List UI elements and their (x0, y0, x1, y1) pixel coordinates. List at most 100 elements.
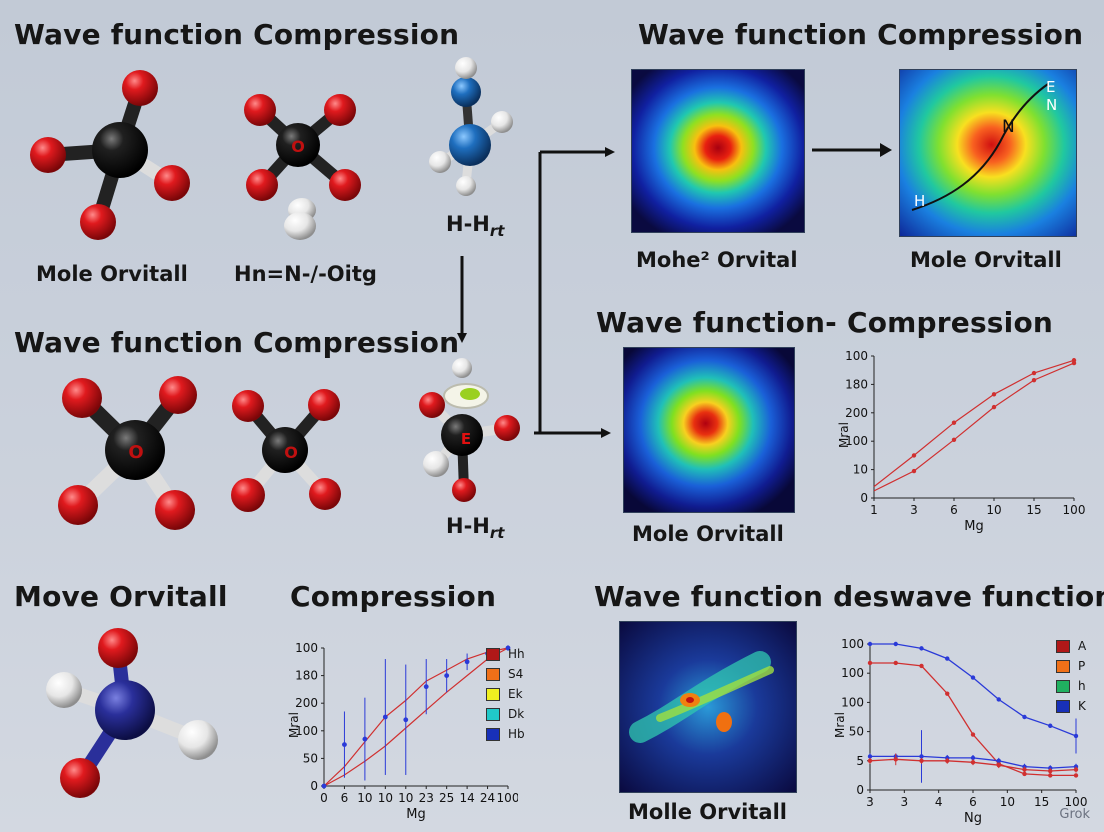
x-tick-label: 23 (419, 791, 434, 805)
y-tick-label: 10 (853, 463, 868, 477)
legend-swatch (486, 667, 500, 681)
y-tick-label: 180 (295, 669, 318, 683)
data-point (423, 684, 429, 690)
molecule-1 (30, 70, 190, 240)
legend-swatch (1056, 699, 1070, 713)
label-heatmap-2: Mole Orvitall (910, 248, 1062, 272)
legend-item: A (1056, 636, 1086, 656)
annotation-h: H (914, 192, 925, 210)
molecule-4: O (58, 376, 197, 530)
label-molecule-6: H-Hrt (446, 514, 505, 543)
x-tick-label: 10 (986, 503, 1001, 517)
data-point (991, 392, 997, 397)
heading-mid-left: Wave function Compression (14, 326, 460, 359)
data-point (1071, 360, 1077, 366)
heatmap-2: E N N H (900, 70, 1076, 236)
data-point (1022, 771, 1027, 777)
legend-swatch (486, 647, 500, 661)
x-tick-label: 15 (1034, 795, 1049, 809)
x-tick-label: 100 (1065, 795, 1088, 809)
y-tick-label: 100 (841, 666, 864, 680)
y-tick-label: 180 (845, 377, 868, 391)
atom-letter-e: E (461, 430, 471, 448)
series-line (323, 647, 509, 787)
y-tick-label: 50 (303, 751, 318, 765)
legend-label: K (1078, 699, 1086, 713)
atom-letter-o3: O (284, 443, 298, 462)
data-point (991, 404, 997, 410)
data-point (505, 645, 511, 651)
y-axis-label: Mral (287, 712, 301, 738)
y-axis-label: Mral (837, 422, 851, 448)
y-tick-label: 100 (295, 724, 318, 738)
label-molecule-3: H-Hrt (446, 212, 505, 241)
y-tick-label: 0 (856, 783, 864, 797)
data-point (919, 663, 924, 669)
data-point (970, 675, 976, 680)
y-tick-label: 100 (295, 641, 318, 655)
x-axis-label: Ng (964, 811, 982, 826)
flow-arrows (457, 147, 615, 438)
x-tick-label: 14 (459, 791, 474, 805)
label-heatmap-3: Mole Orvitall (632, 522, 784, 546)
data-point (919, 646, 924, 651)
y-tick-label: 100 (845, 349, 868, 363)
heatmap-1 (632, 70, 804, 232)
y-tick-label: 200 (845, 406, 868, 420)
legend-label: Hh (508, 647, 525, 661)
legend-item: S4 (486, 664, 525, 684)
legend-label: Dk (508, 707, 525, 721)
watermark: Grok (1059, 807, 1090, 822)
heading-top-left: Wave function Compression (14, 18, 460, 51)
x-tick-label: 1 (870, 503, 878, 517)
molecule-5: O (231, 389, 341, 512)
x-tick-label: 25 (439, 791, 454, 805)
data-point (1031, 370, 1037, 376)
heading-mid-right: Wave function- Compression (596, 306, 1054, 339)
legend-item: Hb (486, 724, 525, 744)
series-line (873, 362, 1075, 492)
y-tick-label: 50 (849, 725, 864, 739)
legend-swatch (1056, 659, 1070, 673)
annotation-e: E (1046, 78, 1055, 96)
molecule-2: O (244, 94, 361, 240)
label-heatmap-4: Molle Orvitall (628, 800, 787, 824)
x-axis-label: Mg (964, 519, 983, 534)
molecule-3 (429, 57, 513, 196)
x-axis-label: Mg (406, 807, 425, 822)
x-tick-label: 10 (378, 791, 393, 805)
heading-bottom-center: Compression (290, 580, 497, 613)
x-tick-label: 6 (950, 503, 958, 517)
data-point (444, 673, 450, 678)
y-tick-label: 200 (295, 696, 318, 710)
heading-top-right: Wave function Compression (638, 18, 1084, 51)
molecule-7 (46, 628, 218, 798)
data-point (911, 468, 917, 474)
x-tick-label: 0 (320, 791, 328, 805)
x-tick-label: 3 (901, 795, 909, 809)
x-tick-label: 6 (969, 795, 977, 809)
heatmap-3 (624, 348, 794, 512)
y-tick-label: 0 (310, 779, 318, 793)
data-point (1048, 773, 1053, 778)
legend-item: Dk (486, 704, 525, 724)
x-tick-label: 6 (341, 791, 349, 805)
heading-bottom-right: Wave function deswave function (594, 580, 1104, 613)
data-point (382, 714, 388, 720)
y-tick-label: 100 (845, 434, 868, 448)
data-point (893, 641, 898, 647)
x-tick-label: 24 (480, 791, 495, 805)
label-molecule-2: Hn=N-/-Oitg (234, 262, 377, 286)
series-line (870, 643, 1077, 737)
annotation-n-center: N (1002, 117, 1015, 137)
data-point (970, 732, 976, 737)
x-tick-label: 3 (866, 795, 874, 809)
atom-letter-o1: O (291, 137, 305, 156)
data-point (321, 783, 327, 789)
data-point (945, 691, 950, 696)
legend-swatch (1056, 639, 1070, 653)
molecules-diagram: O O O (30, 57, 615, 798)
x-tick-label: 3 (910, 503, 918, 517)
